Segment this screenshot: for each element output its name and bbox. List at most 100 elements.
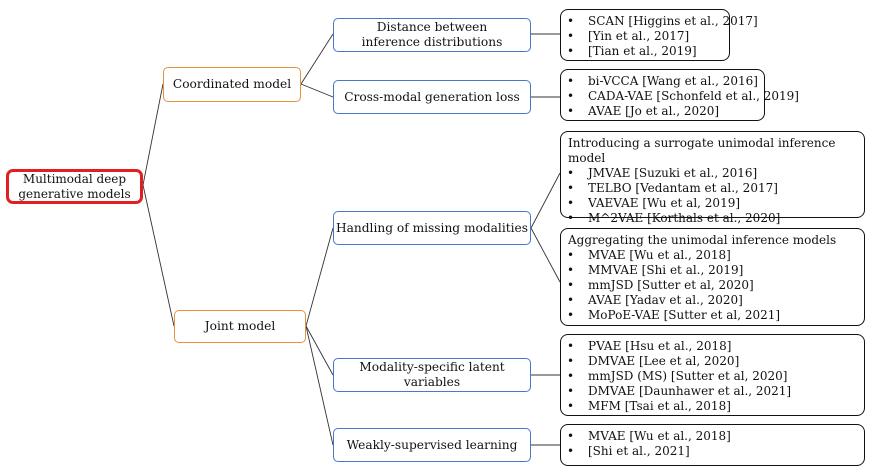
distance-label-line1: Distance between (376, 20, 488, 34)
list-item: • DMVAE [Daunhawer et al., 2021] (567, 384, 858, 399)
distance-node: Distance between inference distributions (333, 18, 531, 52)
coordinated-model-label: Coordinated model (172, 77, 292, 91)
list-item: • [Tian et al., 2019] (567, 44, 723, 59)
list-item: • VAEVAE [Wu et al, 2019] (567, 196, 858, 211)
list-item: • MoPoE-VAE [Sutter et al, 2021] (567, 308, 858, 323)
bullet: • (567, 429, 575, 443)
ref-text: [Tian et al., 2019] (588, 44, 697, 59)
list-item: • MVAE [Wu et al., 2018] (567, 429, 858, 444)
ref-text: MVAE [Wu et al., 2018] (588, 248, 731, 263)
missing-modalities-node: Handling of missing modalities (333, 211, 531, 245)
edge-root-joint (142, 184, 175, 327)
distance-label-line2: inference distributions (361, 35, 503, 49)
ref-text: DMVAE [Daunhawer et al., 2021] (588, 384, 792, 399)
list-item: • bi-VCCA [Wang et al., 2016] (567, 74, 758, 89)
ref-text: [Shi et al., 2021] (588, 444, 690, 459)
surrogate-refs-list: • JMVAE [Suzuki et al., 2016] •TELBO [Ved… (567, 166, 858, 226)
ref-text: MFM [Tsai et al., 2018] (588, 399, 731, 414)
weakly-supervised-label: Weakly-supervised learning (346, 437, 518, 452)
bullet: • (567, 248, 575, 263)
edge-root-coordinated (142, 83, 164, 186)
list-item: •[Yin et al., 2017] (567, 29, 723, 44)
ref-text: SCAN [Higgins et al., 2017] (588, 14, 758, 28)
ref-text: mmJSD (MS) [Sutter et al, 2020] (588, 369, 788, 384)
edge-coordinated-distance (300, 33, 334, 85)
edge-joint-weakly (305, 325, 334, 446)
root-label-line2: generative models (18, 186, 131, 201)
ref-text: AVAE [Jo et al., 2020] (588, 104, 720, 119)
list-item: • AVAE [Jo et al., 2020] (567, 104, 758, 119)
edge-joint-missing (305, 227, 334, 327)
bullet: • (567, 444, 575, 459)
list-item: •mmJSD [Sutter et al, 2020] (567, 278, 858, 293)
list-item: • M^2VAE [Korthals et al., 2020] (567, 211, 858, 226)
cross-modal-refs-box: • bi-VCCA [Wang et al., 2016] • CADA-VAE [… (560, 69, 799, 121)
ref-text: MoPoE-VAE [Sutter et al, 2021] (588, 308, 781, 323)
bullet: • (567, 211, 575, 226)
bullet: • (567, 399, 575, 414)
weakly-supervised-refs-list: • MVAE [Wu et al., 2018] • [Shi et al., 20… (567, 429, 858, 459)
bullet: • (567, 104, 575, 119)
surrogate-heading: Introducing a surrogate unimodal inferen… (568, 136, 836, 166)
ref-text: MMVAE [Shi et al., 2019] (588, 263, 744, 278)
ref-text: AVAE [Yadav et al., 2020] (588, 293, 743, 308)
bullet: • (567, 89, 575, 104)
bullet: • (567, 196, 575, 211)
bullet: • (567, 44, 575, 59)
list-item: • mmJSD (MS) [Sutter et al, 2020] (567, 369, 858, 384)
bullet: • (567, 181, 575, 196)
list-item: • CADA-VAE [Schonfeld et al., 2019] (567, 89, 799, 104)
bullet: • (567, 308, 575, 323)
root-node: Multimodal deep generative models (6, 169, 143, 204)
aggregating-heading: Aggregating the unimodal inference model… (568, 233, 837, 247)
modality-specific-refs-list: •PVAE [Hsu et al., 2018] • DMVAE [Lee et … (567, 339, 858, 414)
ref-text: VAEVAE [Wu et al, 2019] (588, 196, 741, 211)
ref-text: DMVAE [Lee et al, 2020] (588, 354, 740, 369)
ref-text: bi-VCCA [Wang et al., 2016] (588, 74, 758, 88)
bullet: • (567, 293, 575, 308)
bullet: • (567, 166, 575, 181)
root-label-line1: Multimodal deep (22, 171, 127, 186)
aggregating-refs-list: • MVAE [Wu et al., 2018] • MMVAE [Shi et a… (567, 248, 858, 323)
list-item: • AVAE [Yadav et al., 2020] (567, 293, 858, 308)
surrogate-refs-box: Introducing a surrogate unimodal inferen… (560, 131, 865, 225)
list-item: • MVAE [Wu et al., 2018] (567, 248, 858, 263)
bullet: • (567, 74, 575, 88)
aggregating-refs-box: Aggregating the unimodal inference model… (560, 228, 865, 326)
list-item: •TELBO [Vedantam et al., 2017] (567, 181, 858, 196)
coordinated-model-node: Coordinated model (163, 67, 301, 102)
bullet: • (567, 339, 575, 353)
edge-coordinated-cross (300, 83, 334, 98)
edge-joint-modality (305, 325, 334, 376)
list-item: •PVAE [Hsu et al., 2018] (567, 339, 858, 354)
list-item: • DMVAE [Lee et al, 2020] (567, 354, 858, 369)
edge-missing-surrogate (530, 172, 561, 229)
distance-refs-box: • SCAN [Higgins et al., 2017] •[Yin et al… (560, 9, 758, 61)
bullet: • (567, 384, 575, 399)
weakly-supervised-refs-box: • MVAE [Wu et al., 2018] • [Shi et al., 20… (560, 424, 865, 466)
modality-specific-refs-box: •PVAE [Hsu et al., 2018] • DMVAE [Lee et … (560, 334, 865, 416)
edge-missing-aggregating (530, 227, 561, 283)
cross-modal-refs-list: • bi-VCCA [Wang et al., 2016] • CADA-VAE [… (567, 74, 799, 119)
cross-modal-label: Cross-modal generation loss (344, 89, 520, 104)
modality-specific-label: Modality-specific latent variables (359, 360, 505, 389)
list-item: • MFM [Tsai et al., 2018] (567, 399, 858, 414)
cross-modal-node: Cross-modal generation loss (333, 80, 531, 114)
bullet: • (567, 29, 575, 44)
list-item: • JMVAE [Suzuki et al., 2016] (567, 166, 858, 181)
list-item: • [Shi et al., 2021] (567, 444, 858, 459)
distance-refs-list: • SCAN [Higgins et al., 2017] •[Yin et al… (567, 14, 758, 59)
bullet: • (567, 263, 575, 278)
ref-text: CADA-VAE [Schonfeld et al., 2019] (588, 89, 799, 104)
ref-text: MVAE [Wu et al., 2018] (588, 429, 731, 443)
weakly-supervised-node: Weakly-supervised learning (333, 428, 531, 462)
ref-text: M^2VAE [Korthals et al., 2020] (588, 211, 781, 226)
joint-model-node: Joint model (174, 310, 306, 343)
bullet: • (567, 14, 575, 28)
bullet: • (567, 369, 575, 384)
ref-text: JMVAE [Suzuki et al., 2016] (588, 166, 758, 181)
missing-modalities-label: Handling of missing modalities (336, 220, 528, 235)
modality-specific-node: Modality-specific latent variables (333, 358, 531, 392)
bullet: • (567, 354, 575, 369)
